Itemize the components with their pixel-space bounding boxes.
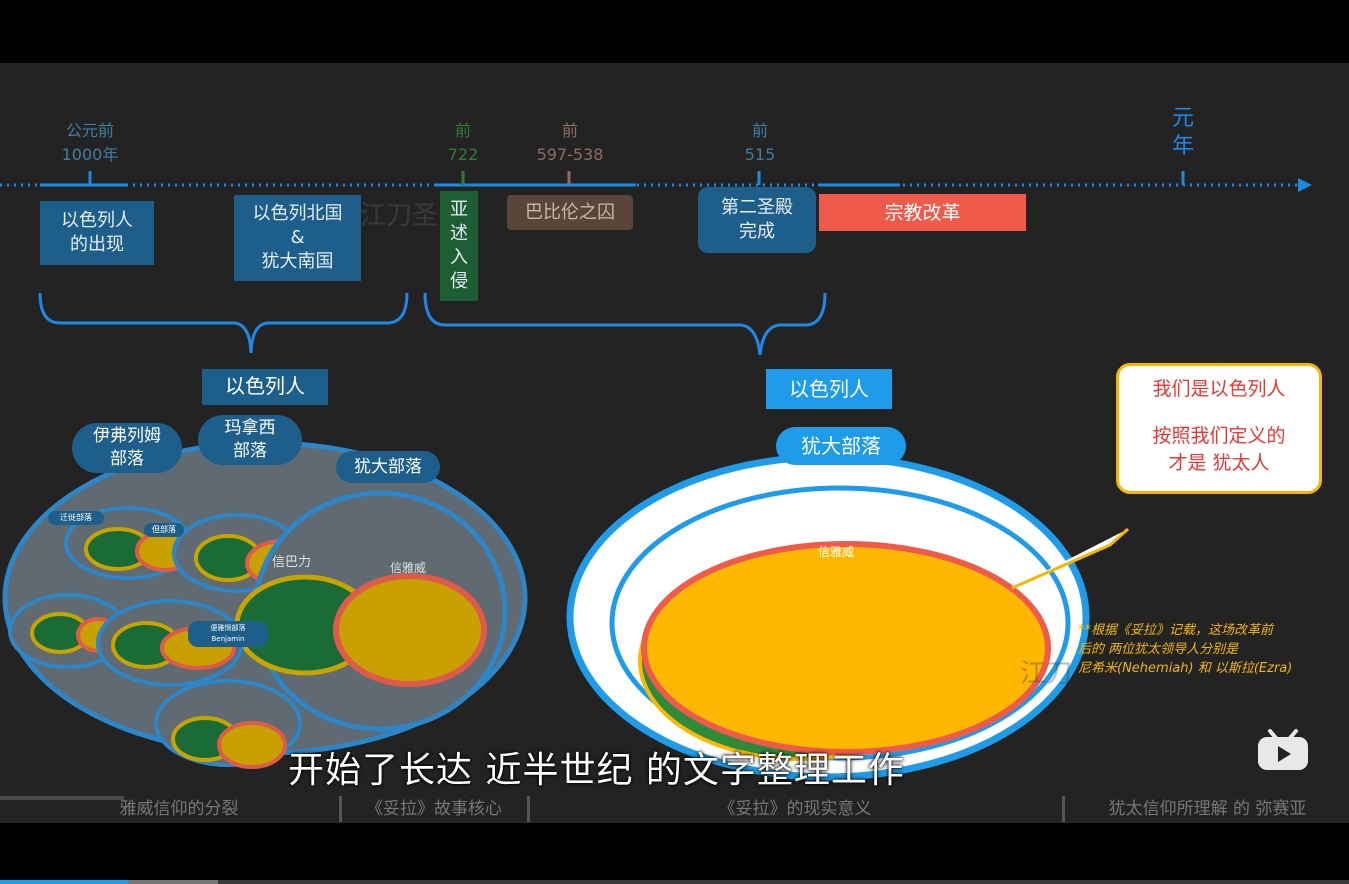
timeline-diagram [0,171,1312,781]
baal-label: 信巴力 [272,555,312,570]
benjamin-label: 便雅悯部落 Benjamin [188,621,268,647]
event-israel-emerge: 以色列人 的出现 [40,201,154,265]
right-israel-diagram [566,453,1129,781]
yahweh-label-right: 信雅威 [818,545,855,559]
event-reform: 宗教改革 [819,194,1026,231]
timeline-arrowhead [1298,178,1312,192]
video-progress-fill [0,880,128,884]
year-1000bc: 公元前 1000年 [61,121,119,164]
event-north-south: 以色列北国 & 犹大南国 [234,195,361,281]
chapter-4[interactable]: 犹太信仰所理解 的 弥赛亚 [1108,799,1307,819]
yahweh-big-circle [333,573,487,687]
chapter-3[interactable]: 《妥拉》的现实意义 [718,799,872,819]
year-0: 元 年 [1171,106,1194,159]
callout-bubble: 我们是以色列人 按照我们定义的 才是 犹太人 [1116,363,1322,494]
video-progress-track[interactable] [0,880,1349,884]
video-frame[interactable]: 公元前 1000年 前 722 前 597-538 前 515 元 年 以色列人… [0,63,1349,823]
small-tribe-label: 但部落 [144,523,184,537]
callout-line: 我们是以色列人 [1152,378,1286,400]
judah-label: 犹大部落 [336,451,440,483]
small-tribe-label: 迁徙部落 [48,511,104,525]
left-israel-diagram [2,440,528,769]
chapter-divider [339,796,342,822]
subtitle-caption: 开始了长达 近半世纪 的文字整理工作 [288,750,905,791]
left-israel-title: 以色列人 [202,369,328,405]
watermark-text: 江刀 [1020,659,1073,689]
footnote: **根据《妥拉》记载，这场改革前 后的 两位犹太领导人分别是 尼希米(Nehem… [1078,621,1292,678]
callout-line: 才是 犹太人 [1168,452,1270,474]
event-assyria: 亚 述 入 侵 [440,191,478,301]
bilibili-tv-icon [1256,729,1310,771]
yahweh-ellipse-right [641,541,1051,755]
footnote-line: 后的 两位犹太领导人分别是 [1078,642,1239,657]
callout-pointer [1011,527,1129,590]
footnote-line: **根据《妥拉》记载，这场改革前 [1078,623,1274,638]
yahweh-label-left: 信雅威 [390,561,427,575]
video-buffer-fill [128,880,218,884]
callout-line: 按照我们定义的 [1152,425,1286,447]
chapter-1[interactable]: 雅威信仰的分裂 [119,799,239,819]
chapter-2[interactable]: 《妥拉》故事核心 [366,799,502,819]
chapter-divider [527,796,530,822]
right-judah-label: 犹大部落 [776,427,906,465]
brace-right [423,292,827,356]
year-722bc: 前 722 [447,121,479,164]
chapter-progress [0,796,124,800]
right-israel-title: 以色列人 [766,369,892,409]
watermark-text: 江刀圣 [360,201,439,231]
manasseh-label: 玛拿西 部落 [198,415,302,465]
footnote-line: 尼希米(Nehemiah) 和 以斯拉(Ezra) [1078,661,1293,676]
ephraim-label: 伊弗列姆 部落 [72,423,182,473]
year-597bc: 前 597-538 [536,121,604,164]
chapter-divider [1062,796,1065,822]
event-second-temple: 第二圣殿 完成 [698,187,816,253]
brace-left [38,292,409,354]
yahweh-circle [217,721,287,769]
event-babylon: 巴比伦之囚 [507,195,633,230]
year-515bc: 前 515 [744,121,776,164]
